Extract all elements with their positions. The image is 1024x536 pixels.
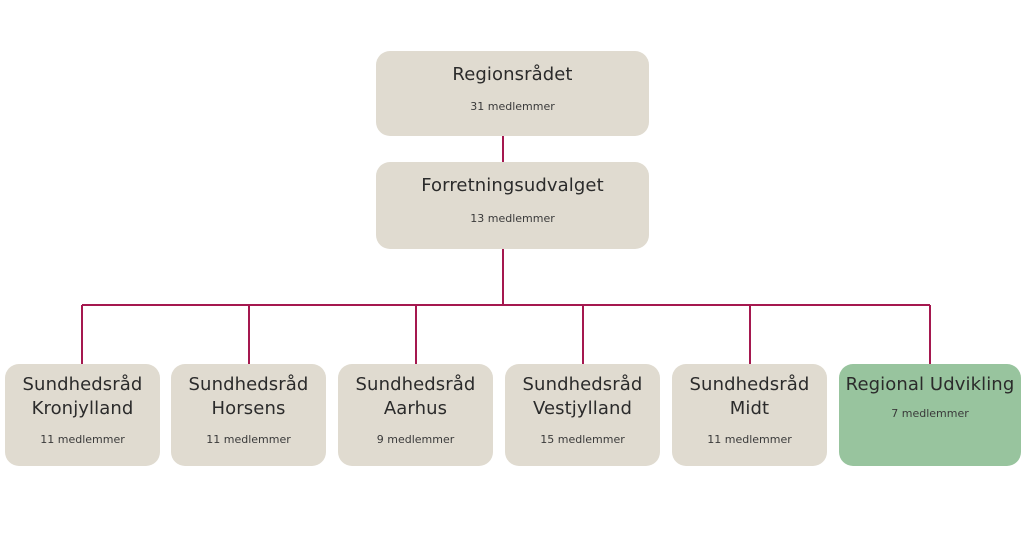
node-title: Regional Udvikling <box>845 374 1015 395</box>
node-title: Regionsrådet <box>452 64 573 85</box>
node-members: 7 medlemmer <box>891 407 969 420</box>
node-members: 11 medlemmer <box>707 433 792 446</box>
node-members: 11 medlemmer <box>206 433 291 446</box>
node-title: Forretningsudvalget <box>421 175 604 196</box>
node-regional-udvikling: Regional Udvikling 7 medlemmer <box>839 364 1021 466</box>
node-title: Sundhedsråd Aarhus <box>355 374 476 419</box>
node-title: Sundhedsråd Horsens <box>188 374 309 419</box>
node-members: 13 medlemmer <box>470 212 555 225</box>
node-sundhedsraad-horsens: Sundhedsråd Horsens 11 medlemmer <box>171 364 326 466</box>
node-members: 31 medlemmer <box>470 100 555 113</box>
node-members: 9 medlemmer <box>376 433 455 446</box>
node-title: Sundhedsråd Vestjylland <box>522 374 643 419</box>
node-forretningsudvalget: Forretningsudvalget 13 medlemmer <box>376 162 649 249</box>
node-regionsraadet: Regionsrådet 31 medlemmer <box>376 51 649 136</box>
node-members: 11 medlemmer <box>40 433 125 446</box>
node-sundhedsraad-kronjylland: Sundhedsråd Kronjylland 11 medlemmer <box>5 364 160 466</box>
node-members: 15 medlemmer <box>540 433 625 446</box>
node-title: Sundhedsråd Kronjylland <box>22 374 143 419</box>
node-sundhedsraad-aarhus: Sundhedsråd Aarhus 9 medlemmer <box>338 364 493 466</box>
node-sundhedsraad-midt: Sundhedsråd Midt 11 medlemmer <box>672 364 827 466</box>
node-sundhedsraad-vestjylland: Sundhedsråd Vestjylland 15 medlemmer <box>505 364 660 466</box>
node-title: Sundhedsråd Midt <box>689 374 810 419</box>
